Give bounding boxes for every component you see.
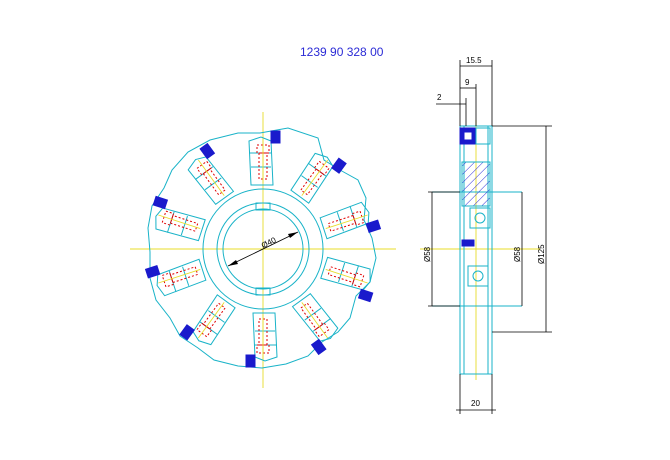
tooth (319, 201, 382, 240)
carbide-insert (199, 142, 216, 160)
hidden-screw (161, 266, 199, 288)
tooth-pocket (192, 294, 236, 346)
keyway-bottom (255, 287, 271, 296)
bore-arrow-left (228, 260, 238, 266)
dim-label-125: Ø125 (537, 244, 546, 264)
carbide-insert (144, 264, 161, 279)
tooth (187, 142, 235, 205)
hidden-screw (196, 302, 226, 338)
tooth-pocket (155, 207, 206, 242)
tooth-pocket (248, 136, 274, 186)
tooth-pocket-detail (249, 152, 271, 168)
carbide-insert (152, 195, 169, 210)
tooth-centerline (325, 214, 368, 230)
tooth-pocket (320, 256, 371, 291)
tooth-centerline (301, 159, 329, 196)
hidden-screw (161, 210, 199, 232)
tooth (245, 312, 278, 368)
dim-label-2: 2 (437, 93, 442, 102)
tooth (290, 152, 347, 204)
dim-label-58-right: Ø58 (513, 246, 522, 262)
dim-label-9: 9 (465, 78, 470, 87)
hub-outer-circle (202, 188, 324, 310)
tooth-pocket-detail (255, 330, 277, 346)
tooth-centerline (158, 268, 201, 284)
tooth (152, 195, 206, 242)
tooth-centerline (197, 159, 225, 196)
side-insert-top-hole (463, 131, 473, 141)
hidden-screw (256, 318, 270, 354)
hidden-screw (256, 144, 270, 180)
hidden-screw (196, 160, 226, 196)
tooth (291, 293, 339, 356)
tooth (320, 256, 374, 303)
tooth-pocket (187, 156, 235, 205)
tooth-group (144, 130, 382, 368)
hidden-screw (300, 160, 330, 196)
part-number: 1239 90 328 00 (300, 45, 384, 59)
dim-label-58-left: Ø58 (423, 246, 432, 262)
tooth-pocket (290, 152, 334, 204)
side-screw-top (475, 127, 491, 145)
side-screw-block-lower (467, 265, 489, 287)
tooth-centerline (325, 268, 368, 284)
carbide-insert (270, 130, 281, 144)
tooth-pocket (252, 312, 278, 362)
bore-circle (222, 208, 304, 290)
bore-dimension-line (227, 231, 299, 267)
carbide-insert (310, 338, 327, 356)
tooth-centerline (197, 302, 225, 339)
side-screw-block-upper (469, 207, 491, 229)
front-view: Ø40 (130, 112, 396, 388)
dim-label-15: 15.5 (466, 56, 482, 65)
dim-label-20: 20 (471, 399, 480, 408)
tooth (248, 130, 281, 186)
tooth-centerline (301, 302, 329, 339)
side-screw-upper (474, 212, 486, 224)
side-insert-middle (461, 239, 475, 247)
carbide-insert (357, 288, 374, 303)
hatched-section (461, 161, 491, 207)
tooth (144, 258, 207, 297)
tooth-pocket (291, 293, 339, 342)
tooth-pocket (319, 201, 370, 240)
carbide-insert (245, 354, 256, 368)
hidden-screw (327, 210, 365, 232)
carbide-insert (365, 219, 382, 234)
tooth-centerline (158, 214, 201, 230)
tooth-pocket (156, 258, 207, 297)
carbide-insert (331, 157, 347, 174)
tooth (179, 294, 236, 346)
carbide-insert (179, 324, 195, 341)
keyway-top (255, 202, 271, 211)
bore-arrow-right (288, 232, 298, 238)
side-view: 15.5 9 2 Ø58 Ø58 Ø125 20 (420, 56, 552, 414)
side-screw-lower (472, 270, 484, 282)
